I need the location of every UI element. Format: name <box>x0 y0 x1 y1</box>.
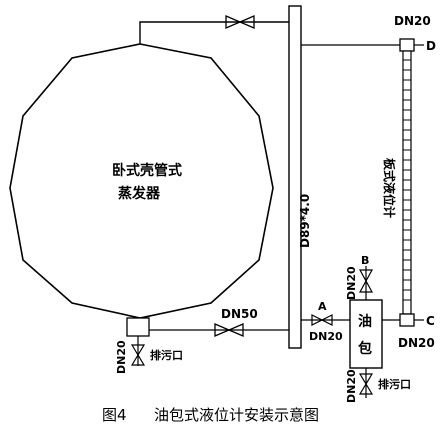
dn50-valve <box>214 323 244 337</box>
caption-fig: 图4 <box>102 406 127 424</box>
label-b: B <box>361 254 369 267</box>
label-drain-bottom: 排污口 <box>378 377 411 391</box>
label-dn20-b: DN20 <box>345 266 358 300</box>
top-pipe <box>139 21 289 44</box>
label-dn50: DN50 <box>221 307 258 321</box>
label-dn20-bottom: DN20 <box>345 369 358 403</box>
left-drain-valve <box>130 344 146 366</box>
label-c: C <box>426 314 435 328</box>
connector-d <box>399 38 415 52</box>
evaporator-vessel <box>9 43 274 319</box>
label-dn20-a: DN20 <box>309 330 343 343</box>
caption-text: 油包式液位计安装示意图 <box>154 406 319 424</box>
header-pipe-label: D89*4.0 <box>298 194 312 248</box>
level-gauge-label: 板式液位计 <box>382 158 397 218</box>
vessel-bottom-sump <box>126 317 150 337</box>
label-dn20-c: DN20 <box>398 336 435 350</box>
valve-b <box>358 269 374 293</box>
label-a: A <box>318 300 327 313</box>
vessel-label-line2: 蒸发器 <box>118 185 161 202</box>
oil-drum-label-you: 油 <box>358 313 372 330</box>
oil-drum <box>349 299 383 369</box>
top-valve <box>225 15 255 29</box>
oil-drum-label-bao: 包 <box>358 340 372 357</box>
connector-c <box>399 313 415 327</box>
label-dn20-left: DN20 <box>115 340 128 374</box>
oil-drum-drain-valve <box>358 373 374 395</box>
label-drain-left: 排污口 <box>150 348 183 362</box>
valve-a <box>311 314 333 326</box>
label-d: D <box>426 39 436 53</box>
vessel-label-line1: 卧式壳管式 <box>112 162 182 179</box>
level-gauge-ticks <box>403 59 411 301</box>
vertical-header-pipe <box>288 5 302 349</box>
label-dn20-top: DN20 <box>394 14 431 28</box>
